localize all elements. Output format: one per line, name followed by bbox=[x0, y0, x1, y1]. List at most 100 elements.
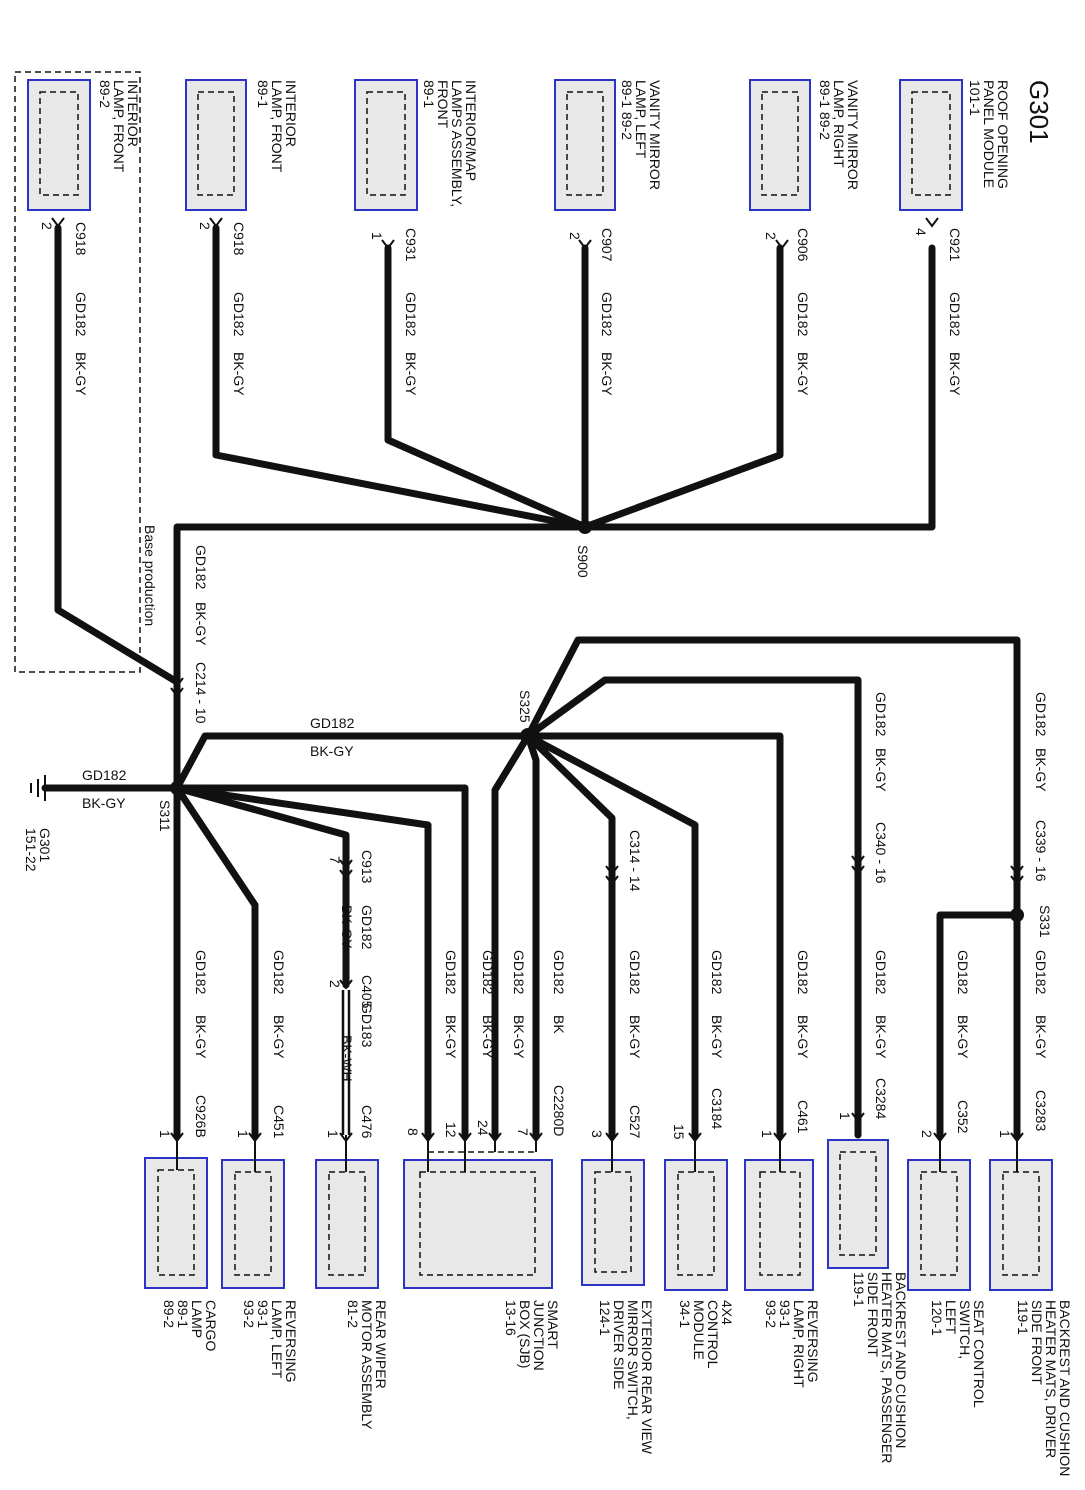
svg-text:LAMP, FRONT: LAMP, FRONT bbox=[111, 80, 127, 173]
svg-text:89-1: 89-1 bbox=[175, 1300, 191, 1328]
svg-text:BK-GY: BK-GY bbox=[599, 352, 615, 396]
svg-text:CARGO: CARGO bbox=[203, 1300, 219, 1351]
svg-text:BK-WH: BK-WH bbox=[339, 1035, 355, 1082]
connector-c2280d-label: C2280D bbox=[551, 1085, 567, 1136]
connector-c3284-pin: 1 bbox=[837, 1112, 853, 1120]
svg-text:REAR WIPER: REAR WIPER bbox=[373, 1300, 389, 1389]
connector-c918-label: C918 bbox=[231, 222, 247, 256]
svg-text:ROOF OPENING: ROOF OPENING bbox=[995, 80, 1011, 189]
component-exterior-mirror-switch: EXTERIOR REAR VIEW MIRROR SWITCH, DRIVER… bbox=[581, 1135, 655, 1455]
connector-c2280d-pin-8: 8 bbox=[405, 1128, 421, 1136]
svg-text:BK-GY: BK-GY bbox=[709, 1015, 725, 1059]
svg-text:FRONT: FRONT bbox=[435, 80, 451, 129]
svg-text:CONTROL: CONTROL bbox=[705, 1300, 721, 1369]
svg-text:BK-GY: BK-GY bbox=[193, 602, 209, 646]
svg-text:101-1: 101-1 bbox=[967, 80, 983, 116]
svg-text:BK-GY: BK-GY bbox=[873, 748, 889, 792]
svg-text:GD182: GD182 bbox=[1033, 692, 1049, 737]
svg-text:89-1: 89-1 bbox=[421, 80, 437, 108]
svg-text:GD182: GD182 bbox=[193, 545, 209, 590]
wire-label-bkgy-s325: BK-GY bbox=[310, 743, 354, 759]
base-production-boundary bbox=[14, 71, 141, 673]
bottom-wire-labels: GD182 BK-GY GD182 BK-GY GD182 BK-GY GD18… bbox=[193, 692, 1049, 1082]
connector-c476-label: C476 bbox=[359, 1105, 375, 1139]
component-backrest-heater-passenger: BACKREST AND CUSHION HEATER MATS, PASSEN… bbox=[827, 1139, 909, 1463]
connector-c2280d-pin-24: 24 bbox=[475, 1120, 491, 1136]
connector-c907-pin: 2 bbox=[567, 232, 583, 240]
component-reversing-lamp-left: REVERSING LAMP, LEFT 93-1 93-2 bbox=[221, 1135, 299, 1382]
svg-text:89-1 89-2: 89-1 89-2 bbox=[817, 80, 833, 140]
svg-text:LAMP, FRONT: LAMP, FRONT bbox=[269, 80, 285, 173]
svg-text:4X4: 4X4 bbox=[719, 1300, 735, 1325]
top-wires bbox=[54, 224, 936, 686]
svg-text:MODULE: MODULE bbox=[691, 1300, 707, 1360]
connector-c405-label: C405 bbox=[359, 975, 375, 1009]
svg-text:89-2: 89-2 bbox=[161, 1300, 177, 1328]
connector-c476-pin: 1 bbox=[325, 1130, 341, 1138]
connector-c340-label: C340 - 16 bbox=[873, 822, 889, 884]
svg-text:BK-GY: BK-GY bbox=[73, 352, 89, 396]
svg-text:SIDE FRONT: SIDE FRONT bbox=[865, 1272, 881, 1357]
svg-text:119-1: 119-1 bbox=[1015, 1300, 1031, 1335]
connector-c314-label: C314 - 14 bbox=[627, 830, 643, 892]
connector-c913 bbox=[339, 859, 353, 880]
connector-c907-label: C907 bbox=[599, 228, 615, 262]
splice-s331-label: S331 bbox=[1037, 905, 1053, 938]
connector-c918-base-label: C918 bbox=[73, 222, 89, 256]
svg-text:GD182: GD182 bbox=[551, 950, 567, 995]
svg-text:BK-GY: BK-GY bbox=[511, 1015, 527, 1059]
ground-symbol bbox=[30, 775, 46, 801]
splice-s900 bbox=[578, 520, 592, 534]
svg-text:GD182: GD182 bbox=[947, 292, 963, 337]
svg-text:93-2: 93-2 bbox=[241, 1300, 257, 1328]
component-vanity-mirror-lamp-right: VANITY MIRROR LAMP, RIGHT 89-1 89-2 bbox=[749, 79, 861, 211]
component-rear-wiper-motor: REAR WIPER MOTOR ASSEMBLY 81-2 bbox=[315, 1135, 389, 1430]
connector-c451-pin: 1 bbox=[235, 1130, 251, 1138]
svg-text:89-1: 89-1 bbox=[255, 80, 271, 108]
svg-text:93-2: 93-2 bbox=[763, 1300, 779, 1328]
svg-text:REVERSING: REVERSING bbox=[283, 1300, 299, 1382]
splice-s900-label: S900 bbox=[575, 545, 591, 578]
svg-text:GD182: GD182 bbox=[271, 950, 287, 995]
svg-text:LAMPS ASSEMBLY,: LAMPS ASSEMBLY, bbox=[449, 80, 465, 207]
svg-text:PANEL MODULE: PANEL MODULE bbox=[981, 80, 997, 188]
svg-text:119-1: 119-1 bbox=[851, 1272, 867, 1307]
svg-text:34-1: 34-1 bbox=[677, 1300, 693, 1328]
svg-text:SMART: SMART bbox=[545, 1300, 561, 1349]
top-wire-labels: GD182 BK-GY GD182 BK-GY GD182 BK-GY GD18… bbox=[73, 292, 963, 646]
svg-text:89-1 89-2: 89-1 89-2 bbox=[619, 80, 635, 140]
component-cargo-lamp: CARGO LAMP 89-1 89-2 bbox=[144, 1135, 219, 1351]
splice-s325-label: S325 bbox=[517, 690, 533, 723]
connector-c931-pin: 1 bbox=[369, 232, 385, 240]
diagram-title: G301 bbox=[1024, 80, 1054, 144]
connector-c339 bbox=[1010, 865, 1024, 886]
connector-c527-pin: 3 bbox=[589, 1130, 605, 1138]
svg-text:81-2: 81-2 bbox=[345, 1300, 361, 1328]
svg-text:BK-GY: BK-GY bbox=[947, 352, 963, 396]
svg-text:GD182: GD182 bbox=[480, 950, 496, 995]
svg-text:BK-GY: BK-GY bbox=[480, 1015, 496, 1059]
svg-text:120-1: 120-1 bbox=[929, 1300, 945, 1336]
component-smart-junction-box: SMART JUNCTION BOX (SJB) 13-16 bbox=[403, 1135, 561, 1371]
svg-text:GD182: GD182 bbox=[403, 292, 419, 337]
connector-c314 bbox=[605, 865, 619, 886]
wire-label-gd182-s325: GD182 bbox=[310, 715, 355, 731]
component-roof-opening-panel-module: ROOF OPENING PANEL MODULE 101-1 bbox=[899, 79, 1011, 211]
svg-text:LAMP, LEFT: LAMP, LEFT bbox=[269, 1300, 285, 1379]
component-seat-control-switch: SEAT CONTROL SWITCH, LEFT 120-1 bbox=[907, 1135, 987, 1408]
svg-text:BK-GY: BK-GY bbox=[873, 1015, 889, 1059]
svg-text:GD182: GD182 bbox=[359, 905, 375, 950]
svg-text:MIRROR SWITCH,: MIRROR SWITCH, bbox=[625, 1300, 641, 1420]
splice-s311-label: S311 bbox=[157, 800, 173, 832]
connector-c921-label: C921 bbox=[947, 228, 963, 262]
svg-text:GD182: GD182 bbox=[955, 950, 971, 995]
svg-text:EXTERIOR REAR VIEW: EXTERIOR REAR VIEW bbox=[639, 1300, 655, 1455]
connector-c918-pin: 2 bbox=[197, 222, 213, 230]
svg-text:93-1: 93-1 bbox=[777, 1300, 793, 1328]
svg-text:BK-GY: BK-GY bbox=[231, 352, 247, 396]
splice-s311 bbox=[170, 781, 184, 795]
connector-c451-label: C451 bbox=[271, 1105, 287, 1139]
svg-text:SEAT CONTROL: SEAT CONTROL bbox=[971, 1300, 987, 1408]
component-reversing-lamp-right: REVERSING LAMP, RIGHT 93-1 93-2 bbox=[744, 1135, 821, 1388]
